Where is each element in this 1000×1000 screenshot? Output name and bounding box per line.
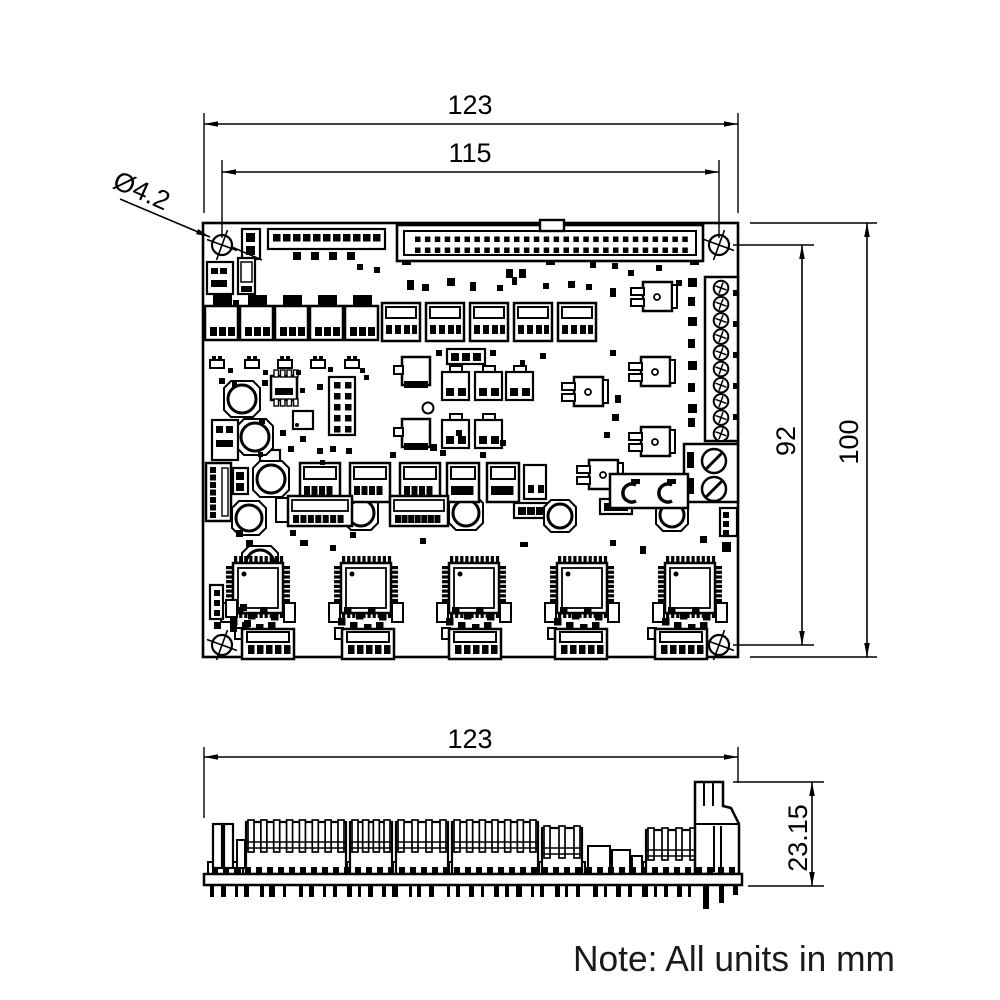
dim-label-hole-spacing-horizontal: 115 (448, 138, 491, 168)
dim-label-overall-height: 100 (834, 419, 864, 464)
dim-label-side-width: 123 (447, 724, 492, 754)
units-note: Note: All units in mm (573, 938, 895, 979)
pcb-top-view-board (201, 218, 740, 661)
dim-side-width: 123 (203, 724, 739, 818)
side-view: 123 23.15 (202, 724, 824, 909)
pcb-side-view-board (202, 780, 744, 909)
dim-overall-width: 123 (203, 90, 739, 213)
dim-overall-height: 100 (750, 222, 877, 658)
dim-label-side-height: 23.15 (783, 804, 813, 872)
dim-hole-spacing-horizontal: 115 (221, 138, 720, 238)
dimension-arrowheads (196, 121, 870, 886)
dim-label-hole-spacing-vertical: 92 (771, 426, 801, 456)
dim-label-overall-width: 123 (447, 90, 492, 120)
dim-side-height: 23.15 (733, 781, 824, 887)
top-view: 123 115 Ø4.2 92 100 (109, 90, 877, 661)
dim-hole-spacing-vertical: 92 (733, 244, 814, 646)
